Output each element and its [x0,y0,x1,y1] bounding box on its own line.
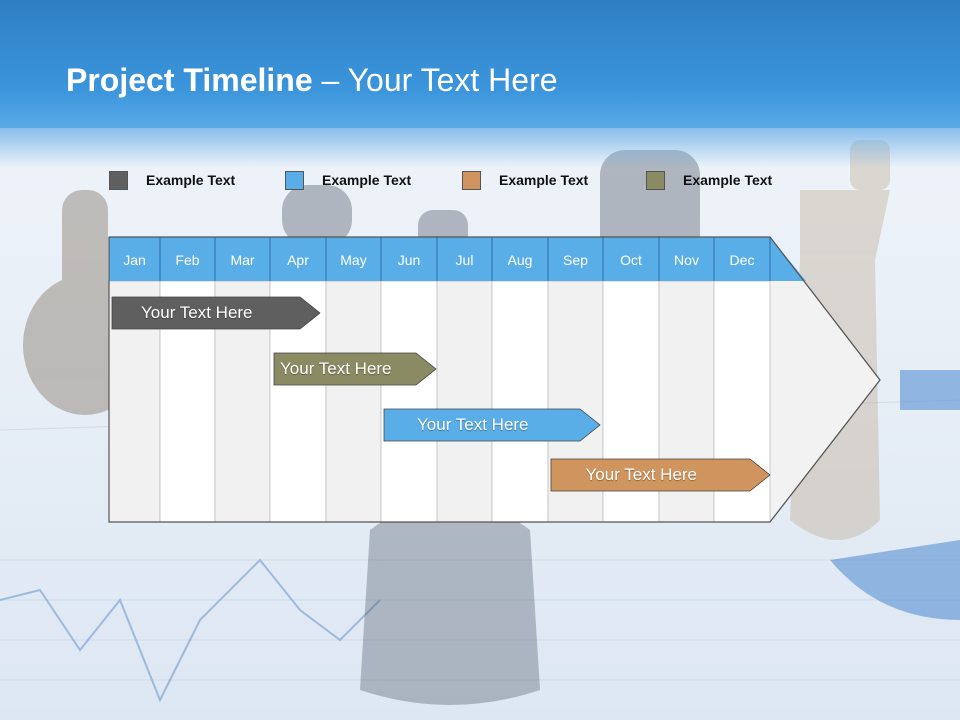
month-label-dec: Dec [730,252,755,268]
month-label-nov: Nov [674,252,699,268]
legend-label-3: Example Text [499,172,589,188]
legend-swatch-3 [462,171,481,190]
month-label-jul: Jul [456,252,474,268]
header-fade [0,128,960,168]
month-column-8 [491,280,549,523]
month-header-bar [109,237,806,281]
month-label-may: May [340,252,366,268]
task-arrow-1 [111,296,321,330]
title-rest: – Your Text Here [312,62,558,98]
timeline-outline [108,236,881,523]
task-arrow-3 [383,408,601,442]
month-label-jan: Jan [123,252,146,268]
legend-swatch-4 [646,171,665,190]
task-arrow-2 [273,352,437,386]
month-column-7 [436,280,493,523]
legend-label-2: Example Text [322,172,412,188]
task-label-3: Your Text Here [417,415,529,434]
task-label-2: Your Text Here [280,359,392,378]
task-label-1: Your Text Here [141,303,253,322]
legend-label-1: Example Text [146,172,236,188]
month-label-feb: Feb [175,252,199,268]
task-label-4: Your Text Here [585,465,698,484]
month-label-jun: Jun [398,252,421,268]
month-label-oct: Oct [620,252,642,268]
legend-label-4: Example Text [683,172,773,188]
month-label-apr: Apr [287,252,309,268]
header-band [0,0,960,128]
month-column-5 [325,280,382,523]
legend-swatch-2 [285,171,304,190]
month-label-mar: Mar [230,252,254,268]
month-label-sep: Sep [563,252,588,268]
task-arrow-4 [550,458,771,492]
legend-swatch-1 [109,171,128,190]
title-bold: Project Timeline [66,62,313,98]
month-column-6 [380,280,438,523]
month-label-aug: Aug [508,252,533,268]
page-title: Project Timeline – Your Text Here [66,62,558,99]
